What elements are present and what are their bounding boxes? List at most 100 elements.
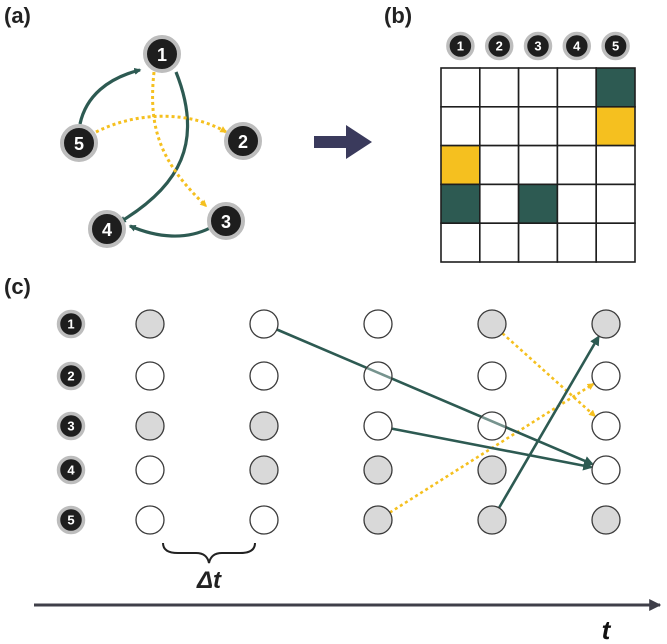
time-node-t4-n5 (477, 505, 507, 535)
edge-5-to-1 (78, 67, 142, 125)
matrix-header-node-2-label: 2 (496, 39, 503, 54)
time-node-t5-n4 (591, 455, 621, 485)
solid-edge-2 (391, 427, 594, 471)
graph-node-4: 4 (88, 210, 126, 248)
time-node-t2-n5 (249, 505, 279, 535)
time-node-t2-n4 (249, 455, 279, 485)
time-node-t4-n3 (477, 411, 507, 441)
time-node-t3-n1 (363, 309, 393, 339)
matrix-cell-r4-c4 (556, 183, 598, 224)
solid-edge-3 (497, 335, 600, 509)
matrix-cell-r5-c5 (595, 222, 636, 263)
matrix-header: 1 2 3 4 5 (446, 31, 630, 61)
matrix-cell-r4-c2 (478, 183, 520, 224)
graph-node-1-label: 1 (157, 45, 167, 65)
matrix-header-node-3-label: 3 (534, 39, 541, 54)
graph-node-5-label: 5 (74, 134, 84, 154)
matrix-cell-r3-c1 (440, 144, 481, 186)
matrix-header-node-2: 2 (484, 31, 514, 61)
panel-c-temporal: 1 2 3 4 5 Δt t (34, 309, 662, 644)
matrix-cell-r5-c2 (478, 222, 520, 263)
matrix-header-node-1-label: 1 (457, 39, 464, 54)
matrix-header-node-5-label: 5 (612, 39, 619, 54)
matrix-cell-r2-c5 (595, 106, 636, 147)
matrix-cell-r2-c2 (478, 106, 520, 147)
matrix-header-node-5: 5 (601, 31, 630, 61)
matrix-cell-r4-c3 (517, 183, 559, 224)
graph-node-2: 2 (224, 122, 262, 160)
graph-node-5: 5 (60, 124, 98, 162)
matrix-cells (440, 67, 636, 263)
matrix-cell-r2-c3 (517, 106, 559, 147)
row-label-node-3: 3 (56, 411, 86, 441)
row-label-node-5-label: 5 (67, 513, 74, 528)
delta-t-brace (162, 542, 256, 564)
matrix-header-node-4-label: 4 (573, 39, 581, 54)
panel-b-matrix: 1 2 3 4 5 (440, 31, 636, 263)
solid-edge-1 (276, 328, 595, 466)
matrix-cell-r2-c4 (556, 106, 598, 147)
matrix-cell-r4-c1 (440, 183, 481, 224)
time-node-t1-n4 (135, 455, 165, 485)
graph-node-3-label: 3 (221, 212, 231, 232)
matrix-cell-r1-c4 (556, 67, 598, 108)
graph-node-2-label: 2 (238, 132, 248, 152)
row-label-node-3-label: 3 (67, 419, 74, 434)
matrix-cell-r5-c3 (517, 222, 559, 263)
time-edges (276, 328, 600, 514)
time-node-t3-n2 (363, 361, 393, 391)
time-node-t3-n5 (363, 505, 393, 535)
row-label-node-5: 5 (56, 505, 86, 535)
time-node-t1-n2 (135, 361, 165, 391)
time-node-t3-n4 (363, 455, 393, 485)
matrix-header-node-1: 1 (446, 31, 475, 61)
time-node-t1-n1 (135, 309, 165, 339)
time-node-t1-n3 (135, 411, 165, 441)
matrix-cell-r2-c1 (440, 106, 481, 147)
row-label-node-1-label: 1 (67, 317, 74, 332)
matrix-cell-r1-c1 (440, 67, 481, 108)
edge-1-to-3 (151, 71, 208, 208)
time-axis-label: t (602, 615, 612, 644)
row-label-node-4: 4 (56, 455, 86, 485)
matrix-cell-r5-c1 (440, 222, 481, 263)
time-node-t5-n3 (591, 411, 621, 441)
graph-node-3: 3 (207, 202, 245, 240)
time-node-t4-n1 (477, 309, 507, 339)
time-node-t3-n3 (363, 411, 393, 441)
matrix-cell-r3-c3 (517, 144, 559, 186)
matrix-cell-r1-c5 (595, 67, 636, 108)
matrix-cell-r3-c5 (595, 144, 636, 186)
matrix-cell-r3-c2 (478, 144, 520, 186)
graph-node-4-label: 4 (102, 220, 112, 240)
graph-node-1: 1 (143, 35, 181, 73)
matrix-cell-r1-c2 (478, 67, 520, 108)
panel-a-graph: 1 2 3 4 5 (60, 35, 262, 248)
row-label-node-2-label: 2 (67, 369, 74, 384)
time-node-t2-n2 (249, 361, 279, 391)
panel-label-c: (c) (4, 274, 31, 299)
time-node-t2-n3 (249, 411, 279, 441)
row-label-node-4-label: 4 (67, 463, 75, 478)
time-node-t5-n5 (591, 505, 621, 535)
edge-5-to-2 (95, 114, 228, 134)
matrix-cell-r5-c4 (556, 222, 598, 263)
matrix-cell-r3-c4 (556, 144, 598, 186)
panel-label-b: (b) (384, 3, 412, 28)
matrix-header-node-4: 4 (562, 31, 592, 61)
time-node-t1-n5 (135, 505, 165, 535)
delta-t-label: Δt (196, 567, 222, 594)
transform-arrow-icon (314, 125, 372, 159)
time-node-t5-n1 (591, 309, 621, 339)
time-node-t4-n4 (477, 455, 507, 485)
dotted-edge-1 (501, 332, 596, 417)
edge-1-to-4 (118, 71, 190, 224)
matrix-cell-r4-c5 (595, 183, 636, 224)
row-label-node-1: 1 (56, 309, 86, 339)
row-label-node-2: 2 (56, 361, 86, 391)
time-node-t5-n2 (591, 361, 621, 391)
panel-label-a: (a) (4, 3, 31, 28)
time-node-t2-n1 (249, 309, 279, 339)
time-nodes (135, 309, 621, 535)
